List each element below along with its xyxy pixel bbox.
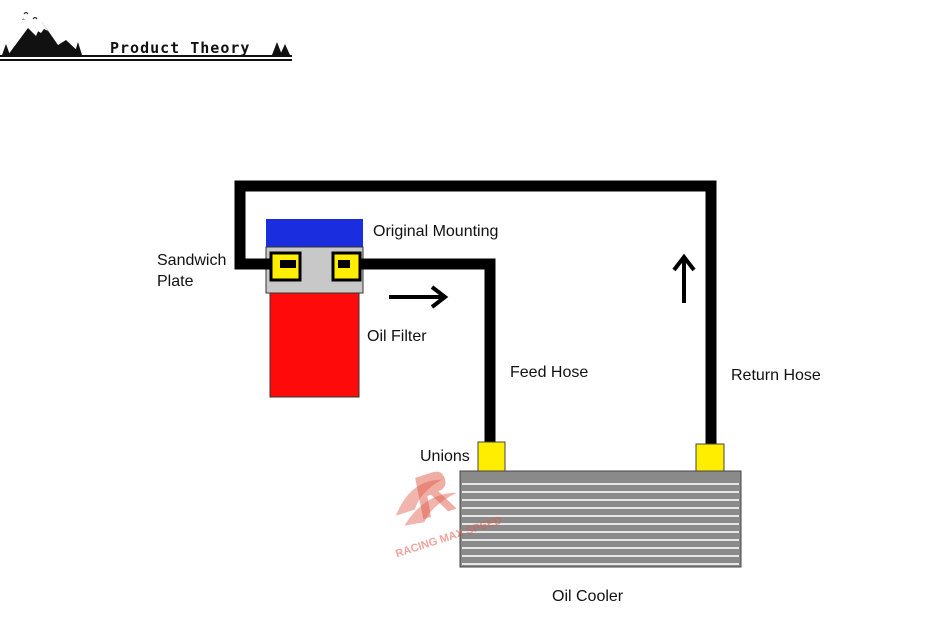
label-oil-cooler: Oil Cooler	[552, 588, 624, 605]
label-return-hose: Return Hose	[731, 367, 821, 384]
label-oil-filter: Oil Filter	[367, 328, 427, 345]
union-return	[695, 443, 725, 472]
page-title: Product Theory	[110, 39, 251, 57]
oil-cooler-block	[459, 470, 742, 568]
return-hose-line	[234, 180, 717, 444]
label-unions: Unions	[420, 448, 470, 465]
mountain-logo-icon: ‸	[0, 11, 292, 61]
feed-flow-arrow-icon	[389, 285, 449, 309]
oil-filter-block	[269, 292, 360, 398]
union-feed	[477, 441, 506, 472]
return-flow-arrow-icon	[672, 253, 696, 303]
feed-hose-line	[345, 258, 496, 444]
label-original-mounting: Original Mounting	[373, 223, 498, 240]
label-sandwich-plate-line2: Plate	[157, 273, 194, 290]
original-mounting-block	[266, 219, 363, 247]
label-feed-hose: Feed Hose	[510, 364, 588, 381]
page-header: ‸ Product Theory	[0, 0, 292, 64]
svg-text:‸: ‸	[22, 11, 25, 20]
label-sandwich-plate-line1: Sandwich	[157, 252, 226, 269]
